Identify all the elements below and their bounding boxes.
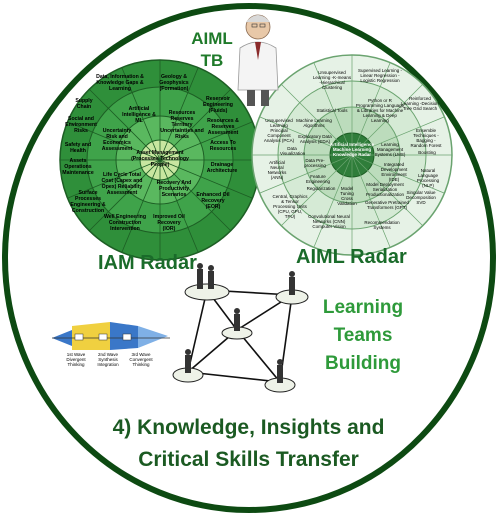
aiml-item: Regularization [306, 186, 336, 191]
learning-teams-building-label: Learning Teams Building [308, 294, 418, 378]
aiml-center-label: Artificial Intelligence Machine Learning… [330, 142, 375, 157]
iam-item: Artificial Intelligence & ML [122, 106, 156, 124]
presenter-figure-icon [237, 14, 279, 106]
footer-title: 4) Knowledge, Insights and Critical Skil… [60, 412, 437, 476]
aiml-item: Model Tuning Cross Validation [337, 186, 357, 206]
iam-radar-title: IAM Radar [98, 252, 197, 274]
ltb-line2: Teams [333, 325, 393, 346]
aiml-item: Statistical Tools [316, 108, 348, 113]
iam-item: Resources & Reserves Assessment [207, 118, 239, 136]
footer-line1: 4) Knowledge, Insights and [112, 416, 385, 439]
aiml-item: Learning Management Systems (LMS) [374, 142, 406, 157]
iam-item: Access To Resources [209, 140, 237, 152]
footer-line2: Critical Skills Transfer [138, 448, 359, 471]
aiml-item: Ensemble Techniques -Bagging -Random For… [410, 128, 442, 148]
process-stage-2: 2nd Wave Synthesis Integration [97, 352, 119, 367]
aiml-item: Machine Learning Algorithms [296, 118, 332, 128]
ltb-line3: Building [325, 353, 401, 374]
ltb-line1: Learning [322, 297, 404, 318]
aiml-item: Recommendation Systems [364, 220, 400, 230]
presenter-label-line2: TB [200, 51, 224, 70]
iam-item: Well Engineering Construction Interventi… [104, 214, 146, 232]
iam-item: Safety and Health [64, 142, 92, 154]
aiml-item: Boosting [418, 150, 436, 155]
presenter-label-line1: AIML [191, 29, 233, 48]
aiml-item: Exploratory Data Analysis (EDA) [298, 134, 332, 144]
presenter-label: AIML TB [186, 28, 238, 72]
aiml-radar-graphic [251, 54, 453, 256]
iam-item: Social and Environment Risks [65, 116, 97, 134]
aiml-item: Natural Language Processing (NLP) [416, 168, 440, 188]
aiml-item: Integrated Development Environment (IDE) [380, 162, 408, 182]
aiml-item: Reinforced Learning -Decision Tree Grid … [401, 96, 439, 111]
process-stage-1: 1st Wave Divergent Thinking [66, 352, 86, 367]
aiml-item: Python or R Programming Language & Libra… [355, 98, 405, 123]
aiml-item: Unsupervised Learning Principal Componen… [263, 118, 295, 143]
process-stage-3: 3rd Wave Convergent Thinking [129, 352, 153, 367]
aiml-item: Singular Value Decomposition SVD [406, 190, 436, 205]
iam-item: Geology & Geophysics (Formation) [159, 74, 189, 92]
aiml-item: Data Pre-processing [304, 158, 326, 168]
iam-item: Enhanced Oil Recovery (EOR) [196, 192, 230, 210]
iam-item: Recovery And Productivity Scenarios [156, 180, 192, 198]
divergent-convergent-process-graphic [52, 322, 170, 350]
iam-item: Life Cycle Total Cost (Capex and Opex) R… [101, 172, 143, 196]
iam-item: Uncertainty Risk and Economics Assessmen… [101, 128, 133, 152]
aiml-item: Central, Graphics & Tensor Processing Un… [272, 194, 308, 219]
iam-item: Surface Processes Engineering & Construc… [70, 190, 106, 214]
aiml-item: Data Visualization [280, 146, 306, 156]
aiml-item: Generative Pretrained Transformers (GPT) [364, 200, 410, 210]
iam-item: Drainage Architecture [206, 162, 238, 174]
aiml-item: Unsupervised Learning -K-means -Hierarch… [312, 70, 352, 90]
aiml-item: Supervised Learning -Linear Regression -… [357, 68, 403, 83]
aiml-item: Model Deployment Serialization Productio… [365, 182, 405, 197]
team-member-nodes [172, 263, 309, 393]
aiml-item: Convolutional Neural Networks (CNN) Comp… [308, 214, 350, 229]
iam-item: Data, Information & Knowledge Gaps & Lea… [96, 74, 144, 92]
iam-item: Resources Reserves Territory Uncertainti… [160, 110, 204, 140]
iam-center-label: Asset Management (Processes Technology P… [131, 150, 189, 168]
aiml-radar-title: AIML Radar [296, 246, 407, 268]
iam-item: Improved Oil Recovery (IOR) [153, 214, 185, 232]
aiml-item: Artificial Neural Networks (ANN) [267, 160, 287, 180]
iam-item: Supply Chain [75, 98, 93, 110]
iam-item: Reservoir Engineering (Fluids) [203, 96, 233, 114]
iam-item: Assets Operations Maintenance [62, 158, 94, 176]
aiml-item: Feature Engineering [305, 174, 331, 184]
